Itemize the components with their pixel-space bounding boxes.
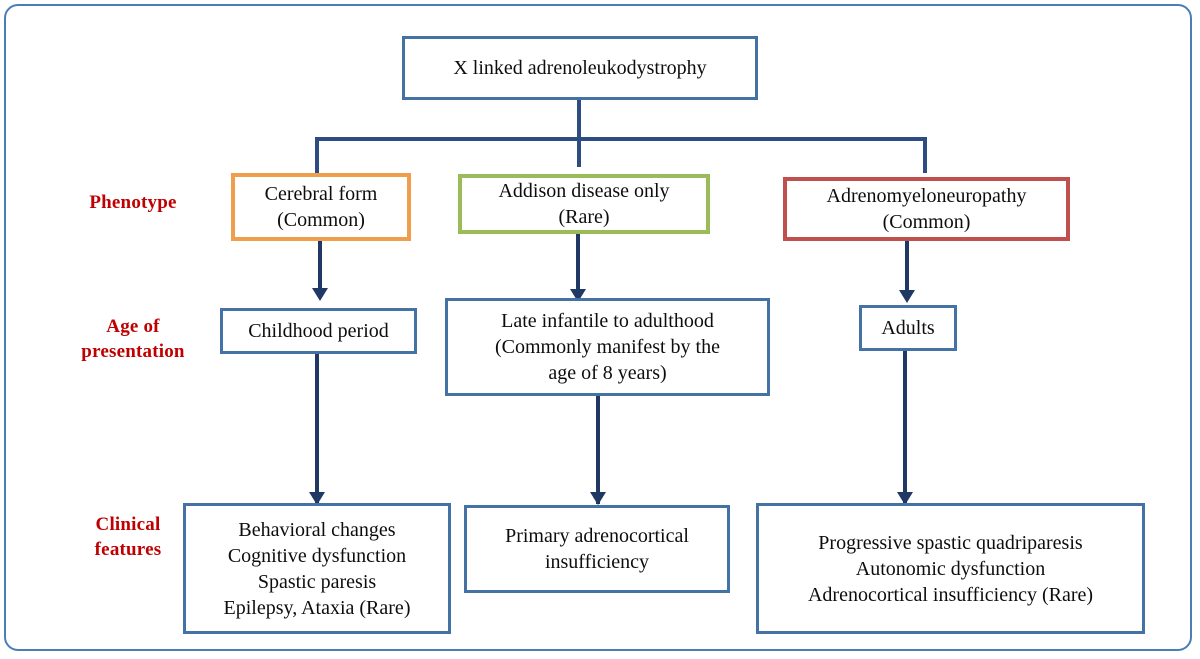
- node-addison-disease-features: Primary adrenocortical insufficiency: [464, 505, 730, 593]
- row-label-age-line1: Age of: [106, 316, 160, 337]
- node-cerebral-form: Cerebral form (Common): [231, 173, 411, 241]
- node-addison-disease-only-text: Addison disease only (Rare): [468, 178, 700, 230]
- connector-amn-to-adults: [905, 241, 909, 295]
- row-label-clinical-line2: features: [94, 539, 162, 560]
- node-amn-features-line2: Autonomic dysfunction: [855, 557, 1046, 580]
- node-cerebral-form-features: Behavioral changes Cognitive dysfunction…: [183, 503, 451, 634]
- node-adrenomyeloneuropathy: Adrenomyeloneuropathy (Common): [783, 177, 1070, 241]
- connector-addison-to-late-infantile: [576, 234, 580, 296]
- node-adrenomyeloneuropathy-line2: (Common): [882, 211, 971, 233]
- node-cerebral-form-features-text: Behavioral changes Cognitive dysfunction…: [192, 517, 442, 621]
- node-cerebral-form-text: Cerebral form (Common): [241, 181, 401, 233]
- arrowhead-childhood-to-features: [309, 492, 325, 505]
- node-cerebral-form-features-line2: Cognitive dysfunction: [227, 544, 407, 567]
- node-adrenomyeloneuropathy-line1: Adrenomyeloneuropathy: [826, 185, 1027, 207]
- node-x-linked-ald: X linked adrenoleukodystrophy: [402, 36, 758, 100]
- node-adults-label: Adults: [881, 317, 935, 339]
- node-amn-features-text: Progressive spastic quadriparesis Autono…: [765, 530, 1136, 608]
- node-addison-disease-features-line2: insufficiency: [544, 551, 650, 573]
- connector-adults-to-features: [903, 351, 907, 504]
- node-childhood-period-label: Childhood period: [248, 320, 389, 342]
- node-addison-disease-only: Addison disease only (Rare): [458, 174, 710, 234]
- node-cerebral-form-features-line4: Epilepsy, Ataxia (Rare): [223, 596, 411, 619]
- node-late-infantile-to-adulthood: Late infantile to adulthood (Commonly ma…: [445, 298, 770, 396]
- connector-childhood-to-features: [315, 354, 319, 504]
- connector-bus-to-addison: [577, 137, 581, 167]
- node-adrenomyeloneuropathy-text: Adrenomyeloneuropathy (Common): [793, 183, 1060, 235]
- node-cerebral-form-features-line3: Spastic paresis: [257, 570, 377, 593]
- row-label-clinical-features: Clinical features: [48, 512, 208, 562]
- arrowhead-amn-to-adults: [899, 290, 915, 303]
- arrowhead-late-infantile-to-features: [590, 492, 606, 505]
- connector-bus-to-amn: [923, 137, 927, 173]
- node-addison-disease-features-line1: Primary adrenocortical: [505, 525, 689, 547]
- node-cerebral-form-features-line1: Behavioral changes: [238, 518, 396, 541]
- node-late-infantile-line2: (Commonly manifest by the: [495, 336, 720, 358]
- node-amn-features-line1: Progressive spastic quadriparesis: [818, 531, 1083, 554]
- row-label-age-of-presentation: Age of presentation: [48, 314, 218, 364]
- node-late-infantile-text: Late infantile to adulthood (Commonly ma…: [454, 308, 761, 386]
- row-label-clinical-line1: Clinical: [95, 514, 161, 535]
- node-amn-features-line3: Adrenocortical insufficiency (Rare): [807, 583, 1094, 606]
- row-label-phenotype: Phenotype: [63, 190, 203, 215]
- connector-root-stem: [577, 100, 581, 139]
- connector-bus-to-cerebral: [315, 137, 319, 173]
- node-cerebral-form-line2: (Common): [277, 209, 365, 231]
- node-late-infantile-line3: age of 8 years): [548, 362, 667, 384]
- connector-late-infantile-to-features: [596, 396, 600, 504]
- row-label-phenotype-text: Phenotype: [89, 192, 177, 213]
- node-x-linked-ald-label: X linked adrenoleukodystrophy: [453, 57, 707, 79]
- node-amn-features: Progressive spastic quadriparesis Autono…: [756, 503, 1145, 634]
- node-adults: Adults: [859, 305, 957, 351]
- arrowhead-adults-to-features: [897, 492, 913, 505]
- node-addison-disease-only-line2: (Rare): [558, 206, 610, 228]
- figure-border: [4, 4, 1192, 651]
- node-cerebral-form-line1: Cerebral form: [264, 183, 378, 205]
- node-childhood-period: Childhood period: [220, 308, 417, 354]
- row-label-age-line2: presentation: [81, 341, 185, 362]
- arrowhead-cerebral-to-childhood: [312, 288, 328, 301]
- node-late-infantile-line1: Late infantile to adulthood: [501, 310, 714, 332]
- connector-phenotype-bus: [315, 137, 927, 141]
- node-addison-disease-only-line1: Addison disease only: [498, 180, 670, 202]
- node-addison-disease-features-text: Primary adrenocortical insufficiency: [473, 523, 721, 575]
- connector-cerebral-to-childhood: [318, 241, 322, 293]
